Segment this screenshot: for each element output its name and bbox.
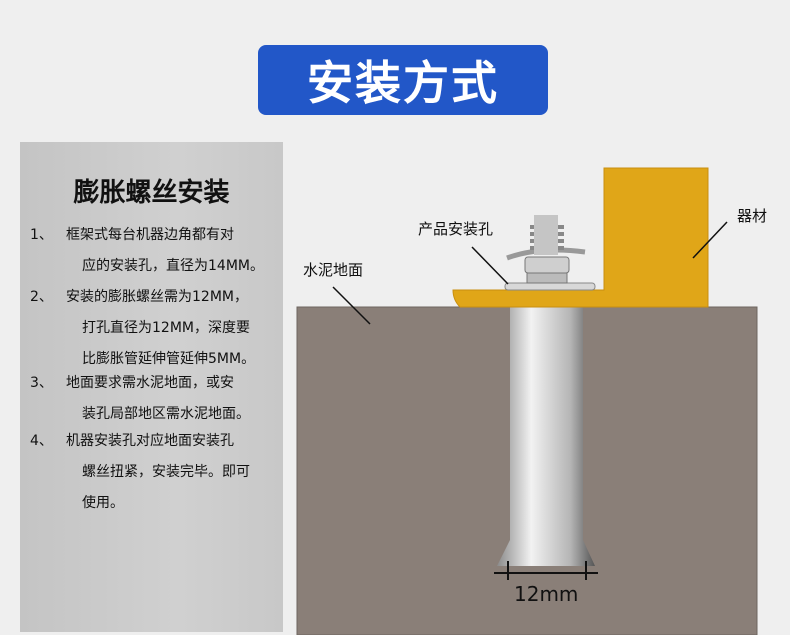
page-title: 安装方式 (258, 45, 548, 115)
step-1: 1、框架式每台机器边角都有对 应的安装孔，直径为14MM。 (30, 220, 264, 282)
step-line: 应的安装孔，直径为14MM。 (82, 258, 264, 274)
step-3: 3、地面要求需水泥地面，或安 装孔局部地区需水泥地面。 (30, 368, 250, 430)
nut-washer (504, 215, 596, 291)
page-title-text: 安装方式 (307, 56, 499, 110)
leader-lines (332, 221, 728, 325)
label-equipment: 器材 (737, 207, 768, 225)
step-number: 2、 (30, 289, 53, 305)
label-concrete-ground: 水泥地面 (303, 261, 364, 279)
step-line: 地面要求需水泥地面，或安 (66, 375, 234, 391)
step-line: 机器安装孔对应地面安装孔 (66, 433, 234, 449)
step-number: 4、 (30, 433, 53, 449)
dimension-line (494, 561, 598, 580)
step-4: 4、机器安装孔对应地面安装孔 螺丝扭紧，安装完毕。即可 使用。 (30, 426, 250, 519)
instructions-panel: 膨胀螺丝安装 1、框架式每台机器边角都有对 应的安装孔，直径为14MM。 2、安… (20, 142, 283, 632)
panel-heading: 膨胀螺丝安装 (73, 178, 230, 208)
step-line: 安装的膨胀螺丝需为12MM， (66, 289, 248, 305)
anchor-bolt (497, 307, 595, 566)
step-line: 螺丝扭紧，安装完毕。即可 (82, 464, 250, 480)
step-line: 装孔局部地区需水泥地面。 (82, 406, 250, 422)
step-2: 2、安装的膨胀螺丝需为12MM， 打孔直径为12MM，深度要 比膨胀管延伸管延伸… (30, 282, 255, 375)
step-line: 使用。 (82, 495, 124, 511)
equipment-bracket (452, 167, 709, 308)
step-number: 1、 (30, 227, 53, 243)
step-line: 比膨胀管延伸管延伸5MM。 (82, 351, 256, 367)
label-mounting-hole: 产品安装孔 (418, 220, 494, 238)
step-line: 打孔直径为12MM，深度要 (82, 320, 250, 336)
dimension-label: 12mm (514, 582, 579, 606)
step-number: 3、 (30, 375, 53, 391)
step-line: 框架式每台机器边角都有对 (66, 227, 234, 243)
